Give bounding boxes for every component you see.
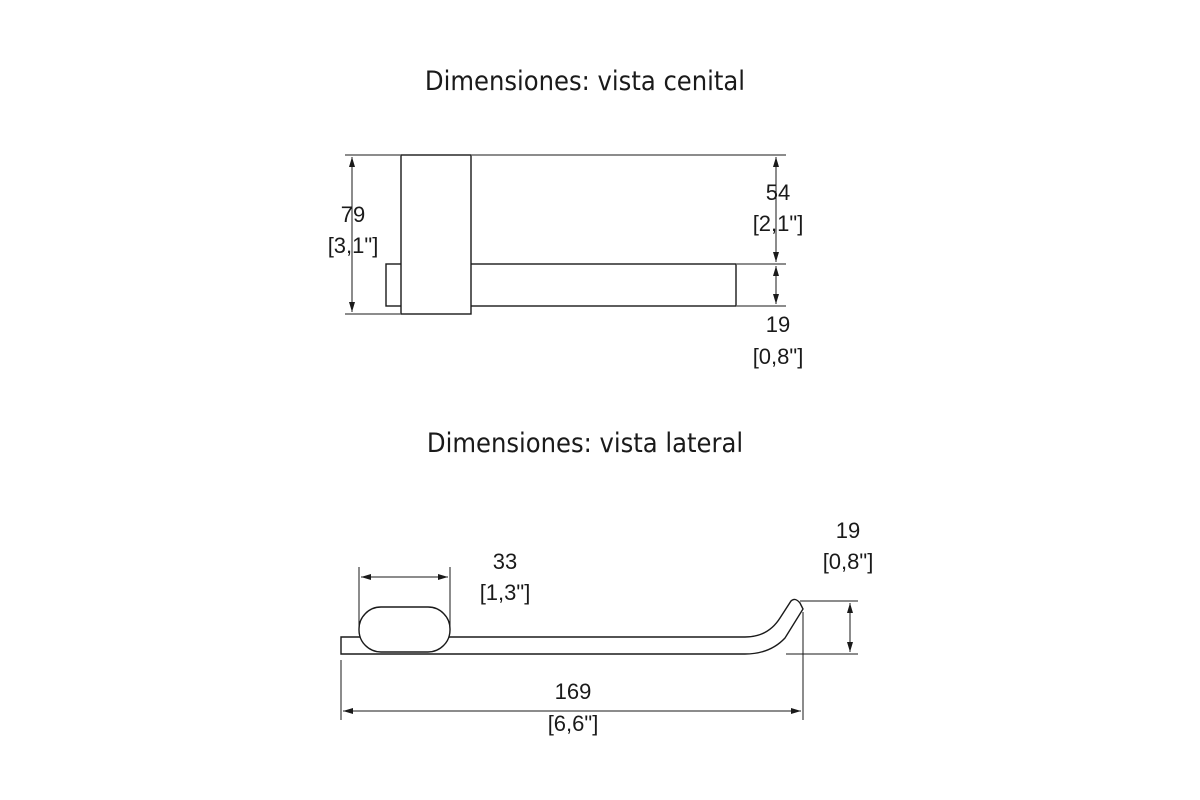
top-view-bar-dimension: 19 [0,8"] [753,266,804,369]
top-view-height-inch: [3,1"] [328,233,379,258]
top-view-drawing [385,154,737,315]
side-view-title: Dimensiones: vista lateral [427,428,743,459]
side-view-tip-dimension: 19 [0,8"] [786,518,874,655]
side-view-base-dimension: 33 [1,3"] [358,549,531,628]
side-view-base-inch: [1,3"] [480,580,531,605]
side-view-drawing [340,598,804,655]
top-view-height-mm: 79 [341,202,365,227]
top-view-back-tab [385,263,403,307]
side-view-mounting-base [358,606,451,653]
side-view-length-mm: 169 [555,679,592,704]
top-view-bar [469,263,737,307]
top-view-depth-inch: [2,1"] [753,211,804,236]
top-view-depth-dimension: 54 [2,1"] [472,154,804,307]
top-view-mounting-block [400,154,472,315]
top-view-bar-inch: [0,8"] [753,344,804,369]
side-view-bar [340,598,804,655]
side-view-length-dimension: 169 [6,6"] [340,612,804,736]
side-view-tip-mm: 19 [836,518,860,543]
side-view-base-mm: 33 [493,549,517,574]
top-view-title: Dimensiones: vista cenital [425,66,745,97]
side-view-tip-inch: [0,8"] [823,549,874,574]
side-view-length-inch: [6,6"] [548,711,599,736]
top-view-bar-mm: 19 [766,312,790,337]
top-view-depth-mm: 54 [766,180,790,205]
top-view-height-dimension: 79 [3,1"] [328,154,400,315]
